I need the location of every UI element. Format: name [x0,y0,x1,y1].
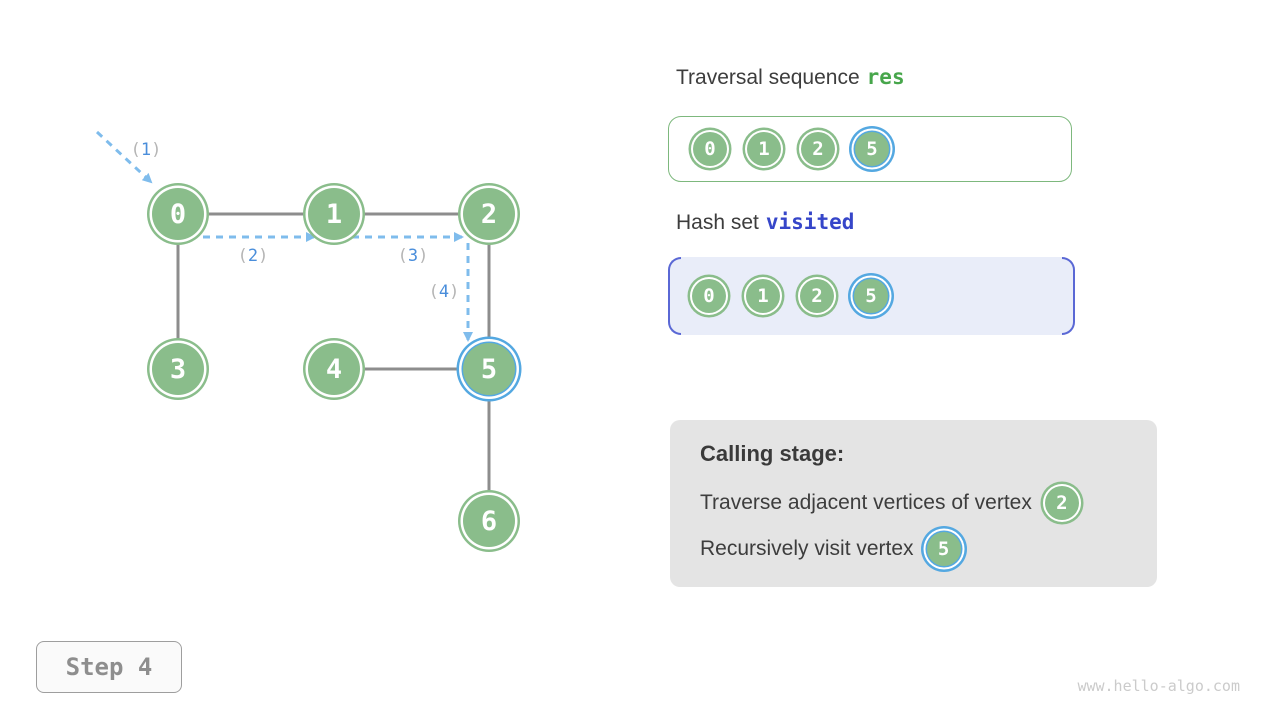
res-variable-name: res [866,65,905,89]
arrow-step-label: (3) [398,246,429,266]
arrow-step-label: (2) [238,246,269,266]
arrow-step-label: (4) [429,282,460,302]
vertex-chip: 1 [747,132,781,166]
calling-stage-line-text: Traverse adjacent vertices of vertex [700,491,1032,514]
vertex-chip: 2 [1044,486,1079,520]
calling-stage-line-text: Recursively visit vertex [700,537,914,560]
graph-edges [176,212,491,521]
calling-stage-line: Traverse adjacent vertices of vertex 2 [700,480,1157,526]
vertex-chip: 5 [926,532,961,566]
arrow-step-label: (1) [131,140,162,160]
vertex-chip: 2 [800,279,834,313]
vertex-chip: 0 [693,132,727,166]
vertex-chip: 5 [854,279,888,313]
calling-stage-line: Recursively visit vertex 5 [700,526,1157,572]
left-bracket-icon [668,257,681,335]
traversal-sequence-title: Traversal sequence res [676,65,905,90]
vertex-chip: 0 [692,279,726,313]
step-badge: Step 4 [36,641,182,693]
hash-set-title: Hash set visited [676,210,854,235]
right-bracket-icon [1062,257,1075,335]
vertex-chip: 1 [746,279,780,313]
hash-set-label: Hash set [676,211,759,234]
arrow-step-labels: (1) (2) (3)(4) [131,140,460,302]
visited-variable-name: visited [765,210,855,234]
traversal-arrows [95,130,473,342]
traversal-sequence-label: Traversal sequence [676,66,860,89]
calling-stage-title: Calling stage: [700,441,845,466]
vertex-chip: 2 [801,132,835,166]
watermark: www.hello-algo.com [1077,677,1240,695]
vertex-chip: 5 [855,132,889,166]
calling-stage-card: Calling stage: Traverse adjacent vertice… [670,420,1157,587]
